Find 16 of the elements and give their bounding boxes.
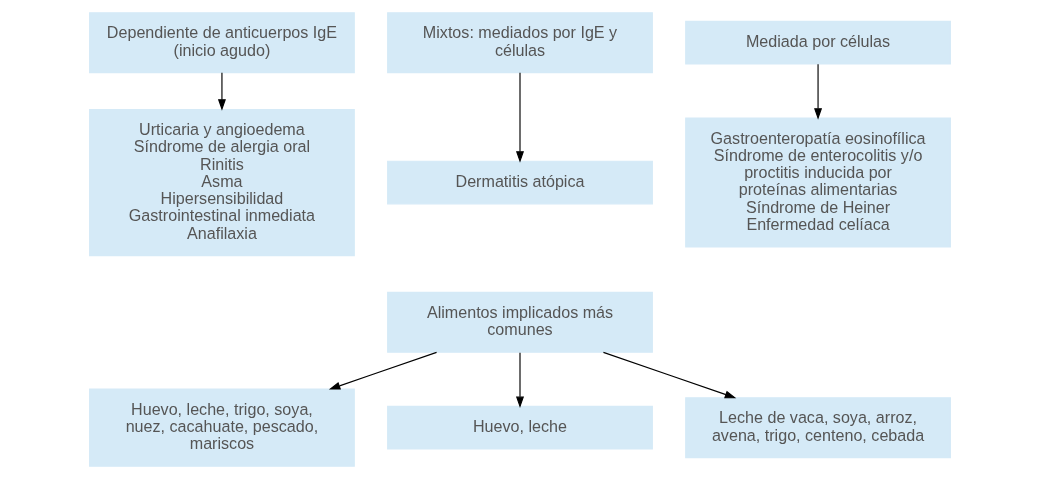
node-box: Huevo, leche xyxy=(387,405,653,450)
arrow xyxy=(515,72,525,163)
node-box: Gastroenteropatía eosinofílica Síndrome de enterocolitis y/o proctitis inducida por proteínas alimentarias Síndrome de Heiner Enfermedad celíaca xyxy=(685,117,951,248)
node-box: Leche de vaca, soya, arroz, avena, trigo, centeno, cebada xyxy=(685,397,951,459)
node-box: Dependiente de anticuerpos IgE (inicio agudo) xyxy=(89,12,355,74)
arrow xyxy=(217,72,226,111)
arrow xyxy=(814,63,823,120)
arrow xyxy=(328,351,438,390)
node-box: Mixtos: mediados por IgE y células xyxy=(387,12,653,74)
arrow xyxy=(602,351,737,399)
arrow xyxy=(515,352,525,409)
node-box: Mediada por células xyxy=(685,20,951,65)
node-box: Dermatitis atópica xyxy=(387,160,653,205)
node-box: Alimentos implicados más comunes xyxy=(387,291,653,353)
node-box: Huevo, leche, trigo, soya, nuez, cacahuate, pescado, mariscos xyxy=(89,388,355,467)
node-box: Urticaria y angioedema Síndrome de alergia oral Rinitis Asma Hipersensibilidad Gastrointestinal inmediata Anafilaxia xyxy=(89,108,355,257)
